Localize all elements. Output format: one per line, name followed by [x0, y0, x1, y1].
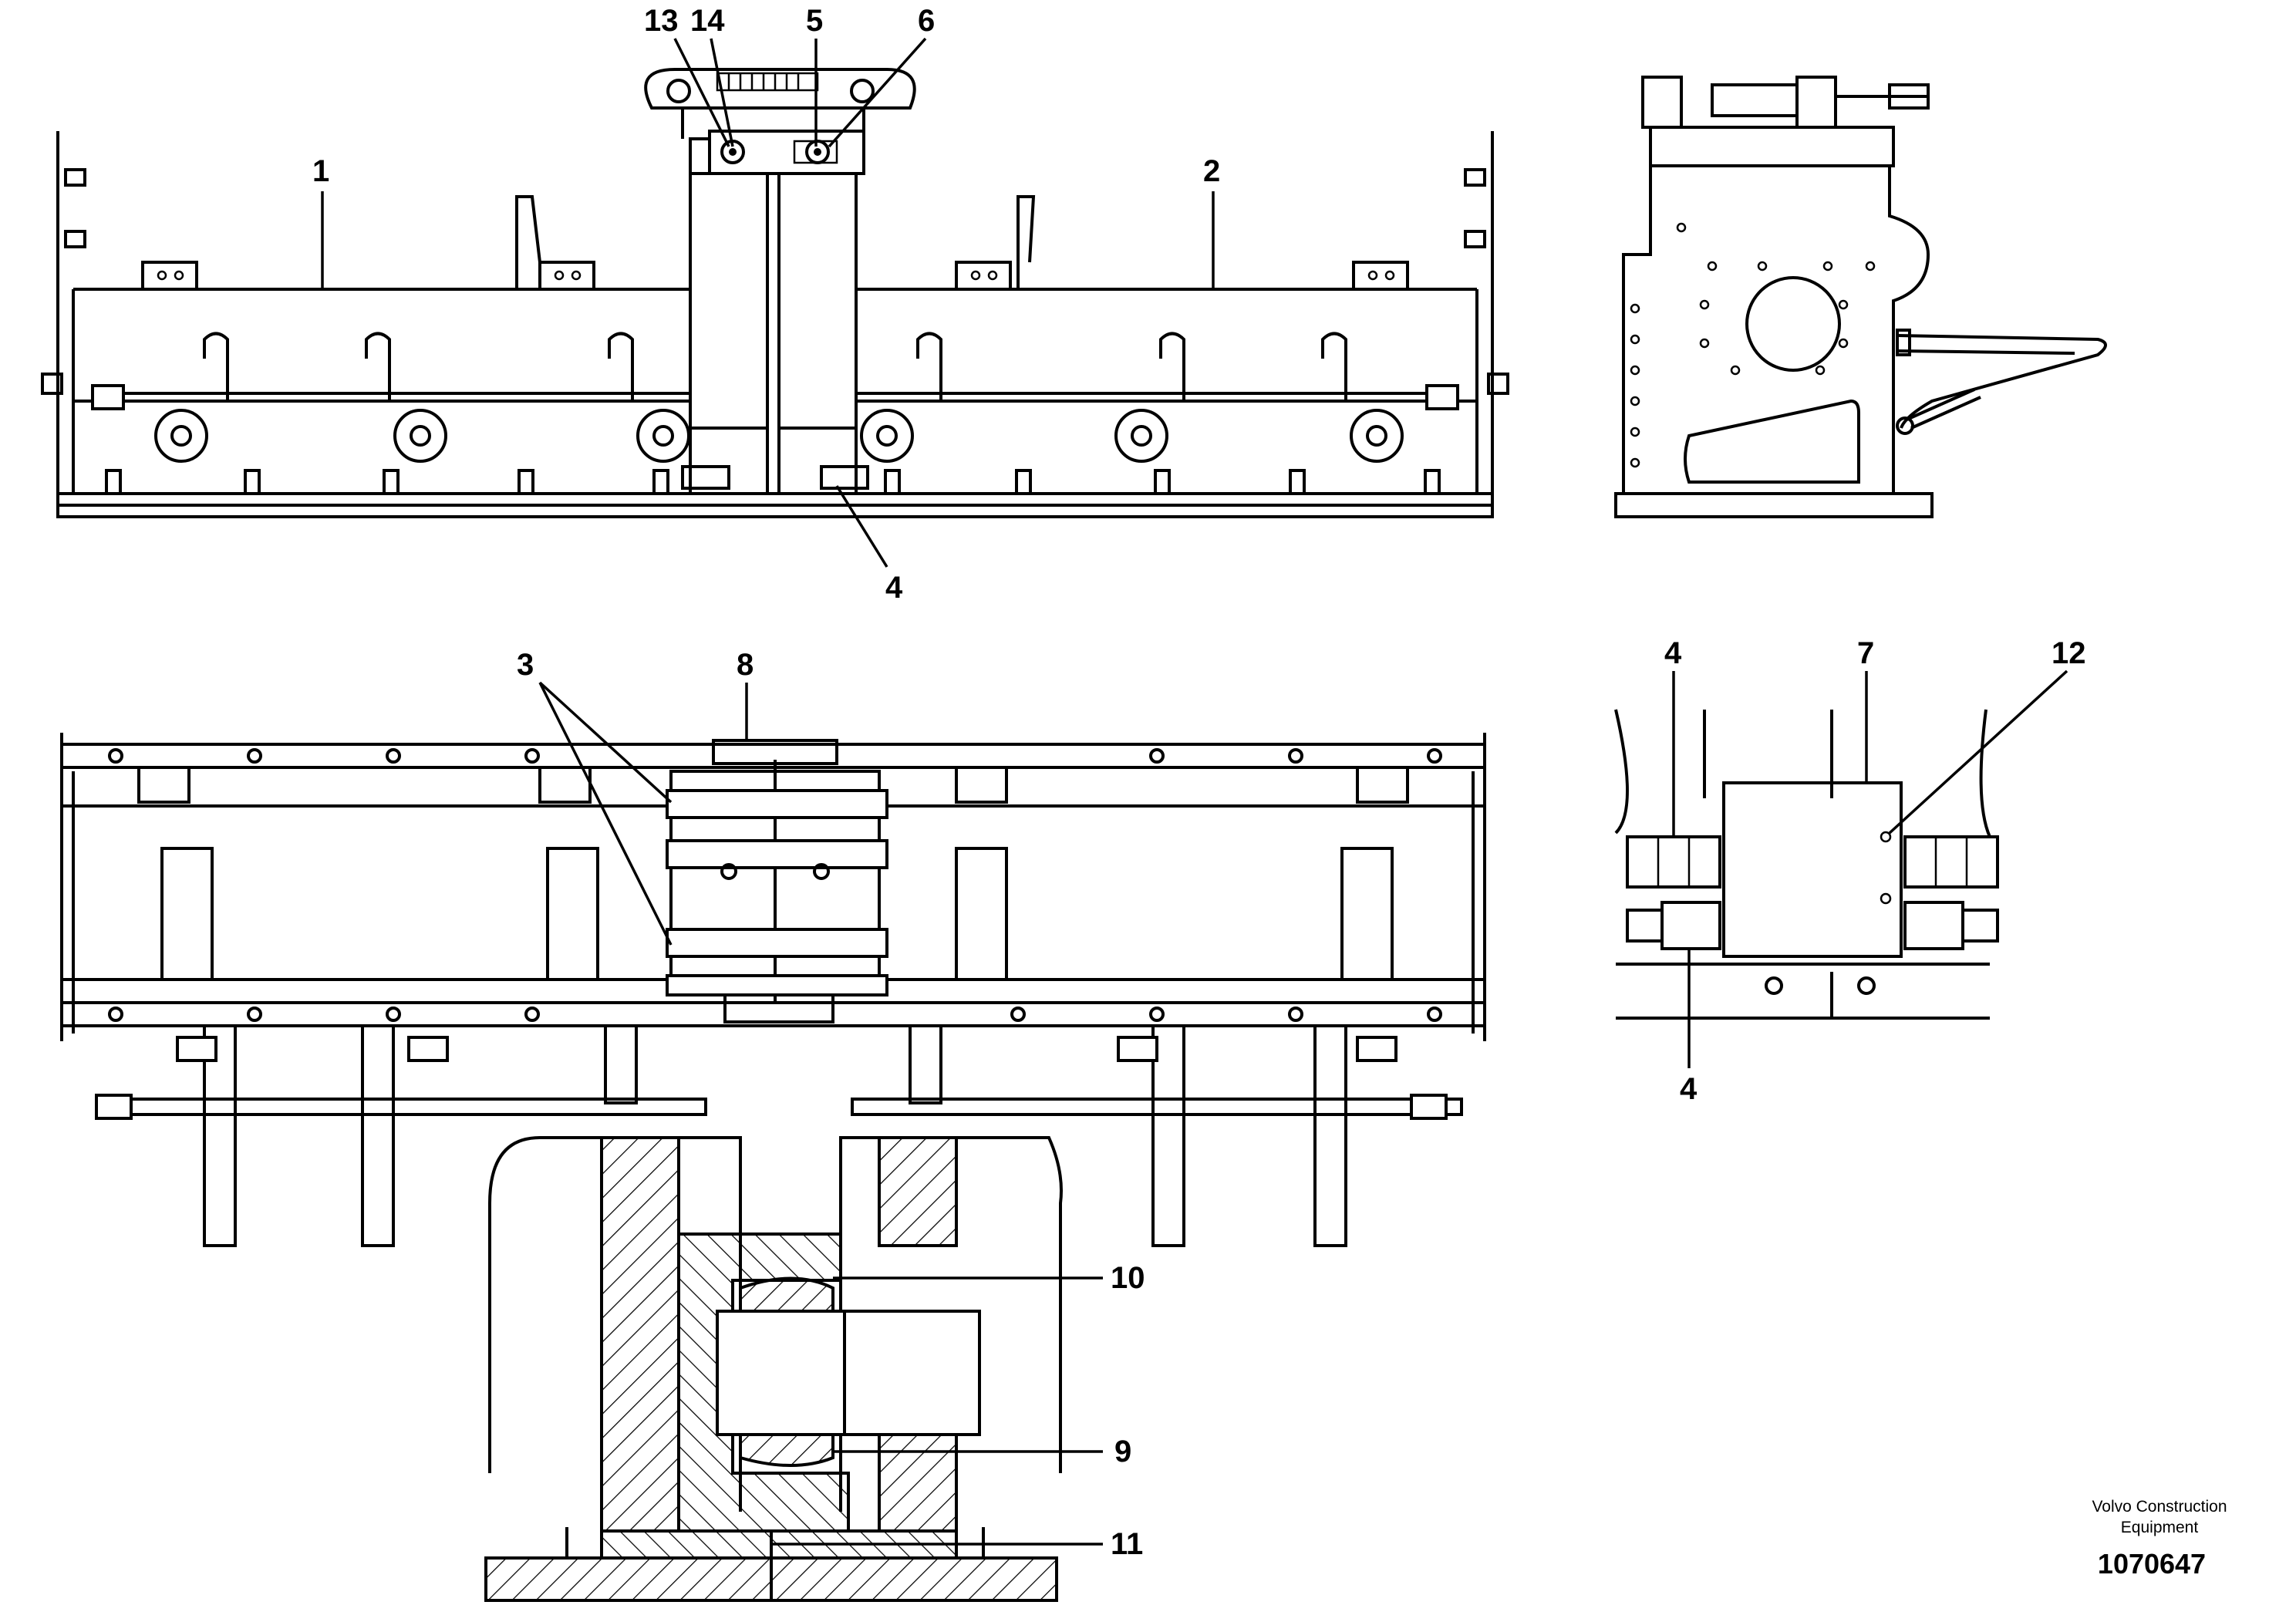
- section-view: [484, 1136, 1063, 1602]
- callout-12: 12: [2052, 636, 2086, 670]
- callout-1: 1: [312, 154, 329, 188]
- front-view: [41, 68, 1509, 518]
- footer: Volvo Construction Equipment 1070647: [2092, 1498, 2227, 1580]
- callout-4-detail-top: 4: [1664, 636, 1682, 670]
- drawing-number: 1070647: [2098, 1548, 2206, 1580]
- callout-13: 13: [644, 4, 679, 38]
- detail-view: [1614, 709, 1999, 1020]
- side-view: [1614, 76, 2107, 518]
- callout-2: 2: [1203, 154, 1220, 188]
- callout-6: 6: [918, 4, 935, 38]
- top-view: [60, 733, 1486, 1247]
- callout-9: 9: [1114, 1435, 1131, 1469]
- callout-4-detail-bottom: 4: [1680, 1072, 1698, 1106]
- callout-14: 14: [690, 4, 725, 38]
- callout-4-top: 4: [885, 571, 903, 605]
- callout-7: 7: [1857, 636, 1874, 670]
- brand-line-1: Volvo Construction: [2092, 1498, 2227, 1516]
- callout-10: 10: [1111, 1261, 1145, 1295]
- callout-5: 5: [806, 4, 823, 38]
- brand-line-2: Equipment: [2121, 1519, 2199, 1536]
- callouts: 1 2 13 14 5 6 4 3 8 10 9 11 4 7 12 4: [312, 4, 2086, 1561]
- callout-8: 8: [737, 648, 754, 682]
- callout-11: 11: [1111, 1527, 1143, 1561]
- callout-3: 3: [517, 648, 534, 682]
